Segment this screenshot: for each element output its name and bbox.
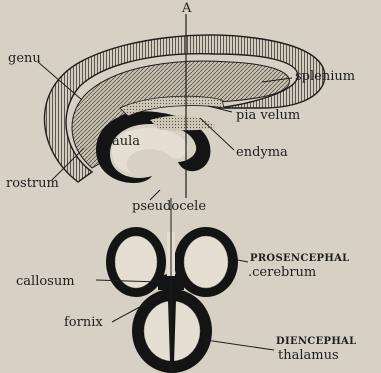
label-thalamus: thalamus: [278, 348, 339, 363]
label-prosencephal: PROSENCEPHAL: [250, 253, 349, 264]
label-cerebrum: .cerebrum: [248, 265, 316, 280]
right-hemisphere-inner: [184, 236, 228, 288]
label-callosum: callosum: [16, 274, 75, 289]
label-splenium: splenium: [295, 69, 355, 84]
left-hemisphere-inner: [115, 236, 157, 288]
label-endyma: endyma: [236, 145, 288, 160]
label-pseudocele: pseudocele: [132, 199, 206, 214]
transverse-section: [106, 198, 238, 373]
thalamic-shading: [150, 116, 216, 131]
axis-label: A: [181, 1, 192, 16]
label-pia-velum: pia velum: [236, 108, 300, 123]
sagittal-section: A: [44, 1, 324, 198]
label-fornix: fornix: [64, 315, 103, 330]
label-genu: genu: [8, 51, 41, 66]
label-rostrum: rostrum: [6, 176, 59, 191]
label-diencephal: DIENCEPHAL: [276, 336, 356, 347]
label-aula: aula: [112, 134, 140, 149]
